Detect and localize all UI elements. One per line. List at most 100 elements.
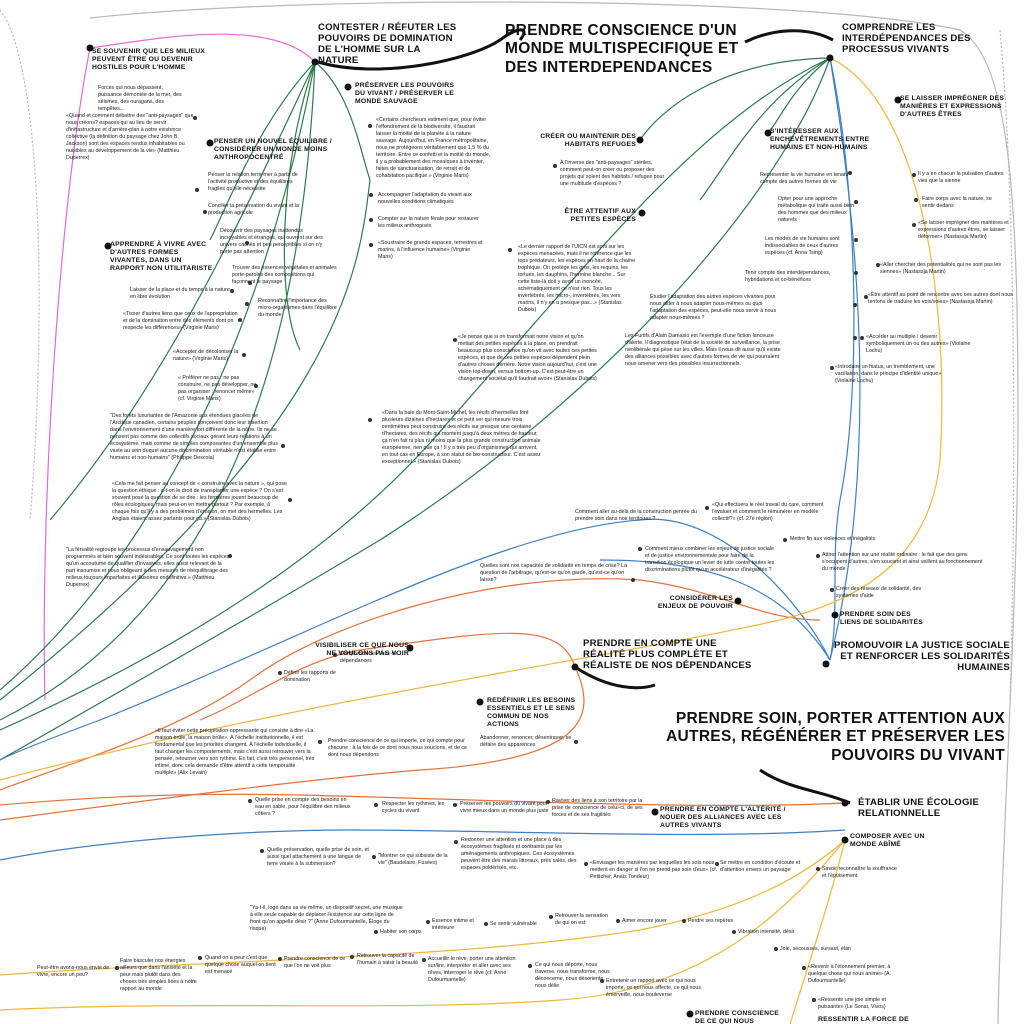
text-tenir-compte: Tenir compte des interdépendances, hybri… — [745, 270, 831, 283]
dot-small — [853, 336, 857, 340]
text-accompagner: Accompagner l'adaptation du vivant aux n… — [378, 192, 472, 205]
text-micro: Reconnaître l'importance des micro-organ… — [258, 298, 337, 318]
text-concilier: Concilier la préservation du vivant et l… — [208, 203, 299, 216]
dot-small — [422, 958, 426, 962]
dot-small — [830, 366, 834, 370]
dot-small — [705, 506, 709, 510]
text-uicn: «Le dernier rapport de l'UICN est sorti … — [518, 244, 636, 313]
dot-small — [600, 979, 604, 983]
text-laisser-place: Laisser de la place et du temps à la nat… — [130, 287, 230, 300]
text-forces: Forces qui nous dépassent, puissance dém… — [98, 85, 182, 112]
text-soustraire: «Soustraire de grands espaces, terrestre… — [378, 240, 483, 260]
text-representer: Représenter la vie humaine en tenant com… — [760, 172, 849, 185]
dot-small — [853, 303, 857, 307]
text-decoloniser: «Accepter de décoloniser la nature» (Vir… — [173, 349, 239, 362]
dot-small — [374, 930, 378, 934]
text-attirer: Attirer l'attention sur une réalité ordi… — [822, 552, 983, 572]
text-pulsation: Il y a en chacun la pulsation d'autres v… — [918, 171, 1004, 184]
node-realite — [571, 663, 579, 671]
dot-small — [830, 588, 834, 592]
dot-small — [288, 498, 292, 502]
text-entretenir: Entretenir un rapport avec ce qui nous i… — [606, 978, 702, 998]
dot-small — [854, 271, 858, 275]
dot-small — [549, 915, 553, 919]
heading-apprendre-vivre: APPRENDRE À VIVRE AVEC D'AUTRES FORMES V… — [110, 241, 213, 273]
text-relation: Penser la relation terre-mer à partir de… — [208, 172, 298, 192]
text-vie-meme: "Ya-t-il, logé dans sa vie même, un disp… — [250, 905, 403, 932]
heading-preserver-sauvage: PRÉSERVER LES POUVOIRS DU VIVANT / PRÉSE… — [355, 82, 455, 106]
text-savoir: Savoir reconnaître la souffrance et l'ép… — [822, 866, 897, 879]
node-redefinir — [476, 698, 484, 706]
title-connector — [317, 28, 526, 71]
left-border-curve — [0, 9, 40, 521]
heading-nouvel-equilibre: PENSER UN NOUVEL ÉQUILIBRE / CONSIDÉRER … — [214, 138, 333, 162]
dot-small — [242, 353, 246, 357]
dot-small — [203, 210, 207, 214]
text-baie: «Dans la baie du Mont-Saint-Michel, les … — [382, 410, 541, 465]
text-aller-chercher: «Aller chercher des potentialités qui ne… — [880, 262, 1002, 275]
dot-small — [368, 124, 372, 128]
dot-small — [198, 956, 202, 960]
text-capacites: Quelles sont nos capacités de solidarité… — [480, 563, 627, 583]
text-precipitation: «Il faut éviter cette précipitation oppr… — [155, 728, 315, 776]
text-ressentir-joie: «Ressentir une joie simple et puissante»… — [818, 997, 887, 1010]
text-ce-qu-on-voit: Prendre conscience de ce que l'on ne voi… — [284, 956, 346, 969]
text-compter: Compter sur la nature férale pour restau… — [378, 216, 479, 229]
dot-small — [616, 919, 620, 923]
dot-small — [546, 800, 550, 804]
dot-small — [574, 740, 578, 744]
dot-small — [854, 238, 858, 242]
heading-milieux-hostiles: SE SOUVENIR QUE LES MILIEUX PEUVENT ÊTRE… — [92, 48, 206, 72]
text-penser-concept: «Cela me fait penser au concept de « con… — [112, 481, 287, 522]
node-comprendre — [826, 54, 834, 62]
node-apprendre — [104, 242, 112, 250]
dot-small — [715, 862, 719, 866]
dot-small — [372, 855, 376, 859]
text-chercheurs: «Certains chercheurs estiment que, pour … — [376, 117, 491, 179]
text-redonner: Redonner une attention et une place à de… — [461, 837, 577, 871]
text-prise-compte: Quelle prise en compte des besoins en ea… — [255, 797, 351, 817]
node-justice — [822, 660, 830, 668]
heading-ressentir: RESSENTIR LA FORCE DE LIE... — [818, 1016, 909, 1023]
text-reseaux: Créer des réseaux de solidarité, des sys… — [836, 586, 922, 599]
node-contester — [311, 58, 319, 66]
text-abandonner: Abandonner, renoncer, désentraver, se dé… — [480, 735, 572, 748]
node-enjeux — [734, 597, 742, 605]
dot-small — [248, 281, 252, 285]
text-antipaysages: «Quand et comment débattre des "anti-pay… — [66, 113, 194, 161]
dot-small — [195, 188, 199, 192]
text-raviver: Raviver des liens à son territoire par l… — [552, 798, 643, 818]
text-combiner: Comment mieux combiner les enjeux de jus… — [645, 546, 775, 573]
dot-small — [631, 578, 635, 582]
dot-small — [350, 955, 354, 959]
dot-small — [864, 295, 868, 299]
dot-small — [369, 218, 373, 222]
heading-petites-especes: ÊTRE ATTENTIF AUX PETITES ESPÈCES — [564, 208, 636, 224]
text-forets: "Des forêts luxuriantes de l'Amazonie au… — [110, 413, 278, 461]
text-impregner-q: «Se laisser imprégner des manières et ex… — [918, 220, 1009, 240]
node-petites — [638, 209, 646, 217]
dot-small — [682, 919, 686, 923]
dot-small — [426, 920, 430, 924]
dot-small — [848, 171, 852, 175]
dot-small — [278, 957, 282, 961]
dot-small — [783, 538, 787, 542]
text-preferer: « Préférer ne pas : ne pas construire, n… — [178, 375, 257, 402]
heading-visibiliser: VISIBILISER CE QUE NOUS NE VOULONS PAS V… — [315, 642, 409, 658]
dot-small — [228, 554, 232, 558]
heading-habitats-refuges: CRÉER OU MAINTENIR DES HABITATS REFUGES — [540, 133, 636, 149]
text-envisager: «Envisager les manières par lesquelles l… — [590, 860, 718, 880]
dot-small — [453, 803, 457, 807]
node-enchevetrements — [764, 129, 772, 137]
text-modes: Les modes de vie humains sont indissocia… — [765, 236, 840, 256]
dot-small — [369, 243, 373, 247]
dot-small — [912, 173, 916, 177]
dot-small — [278, 671, 282, 675]
dot-small — [860, 336, 864, 340]
dot-small — [193, 116, 197, 120]
text-essence: Essence intime et intérieure — [432, 918, 474, 931]
heading-alterite: PRENDRE EN COMPTE L'ALTÉRITÉ / NOUER DES… — [660, 806, 786, 830]
right-dotted-curve — [999, 29, 1015, 701]
dot-small — [453, 338, 457, 342]
